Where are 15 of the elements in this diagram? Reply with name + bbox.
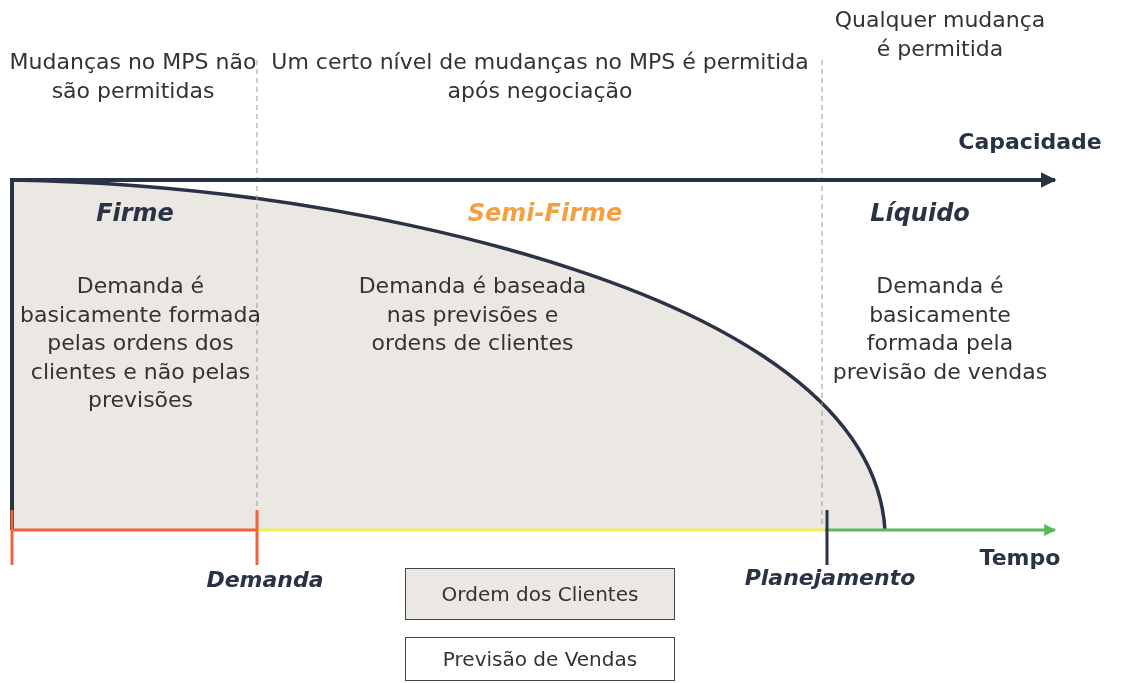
rule-text: Um certo nível de mudanças no MPS é permitida após negociação xyxy=(270,48,810,105)
zone-title: Líquido xyxy=(869,198,971,229)
legend-label: Ordem dos Clientes xyxy=(441,582,639,606)
rule-text: Qualquer mudança é permitida xyxy=(833,6,1047,63)
axis-label: Tempo xyxy=(978,544,1062,572)
time-fence-label: Planejamento xyxy=(743,564,917,592)
rule-text: Mudanças no MPS não são permitidas xyxy=(8,48,258,105)
legend-label: Previsão de Vendas xyxy=(442,647,638,671)
zone-title: Firme xyxy=(95,198,175,229)
zone-description: Demanda é basicamente formada pela previsão de vendas xyxy=(831,272,1049,386)
time-fence-label: Demanda xyxy=(205,566,325,594)
axis-label: Capacidade xyxy=(957,128,1103,156)
zone-title: Semi-Firme xyxy=(466,198,624,229)
zone-description: Demanda é basicamente formada pelas ordens dos clientes e não pelas previsões xyxy=(19,272,262,415)
zone-description: Demanda é baseada nas previsões e ordens de clientes xyxy=(357,272,588,358)
